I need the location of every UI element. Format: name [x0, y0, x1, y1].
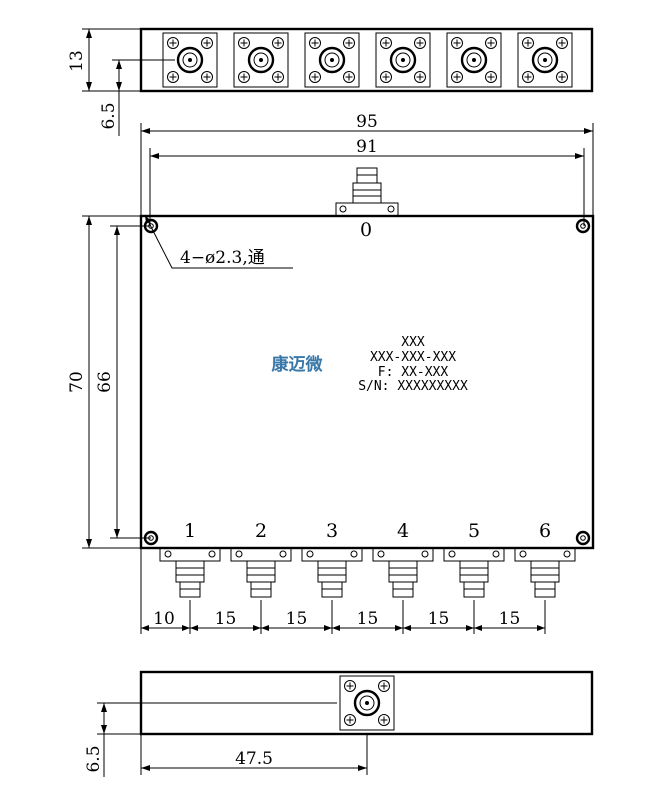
- label-line-2: XXX-XXX-XXX: [370, 350, 456, 365]
- front-view: 95 91 4−ø2.3,通: [67, 112, 595, 634]
- port-label-5: 5: [468, 520, 480, 542]
- dim-first-port-offset: 10: [153, 609, 175, 629]
- port-label-6: 6: [539, 520, 551, 542]
- dim-overall-height: 70: [67, 371, 87, 393]
- top-connector-4: [375, 32, 431, 88]
- dim-port-spacing-1: 15: [215, 609, 237, 629]
- dim-port-spacing-5: 15: [499, 609, 521, 629]
- top-view: 13 6.5: [67, 27, 594, 136]
- dim-top-height: 13: [67, 50, 87, 72]
- bottom-view: 6.5 47.5: [84, 670, 594, 777]
- top-connector-2: [233, 32, 289, 88]
- top-view-connectors: [162, 32, 573, 88]
- dim-port-spacing-3: 15: [357, 609, 379, 629]
- dim-port-spacing-2: 15: [286, 609, 308, 629]
- dim-hole-spacing-height: 66: [95, 371, 115, 393]
- port-label-2: 2: [255, 520, 267, 542]
- input-connector: [335, 167, 399, 217]
- dim-port-spacing-4: 15: [428, 609, 450, 629]
- port-label-3: 3: [326, 520, 338, 542]
- port-label-1: 1: [184, 520, 196, 542]
- front-view-body: [139, 214, 595, 550]
- output-connector-3: [301, 547, 363, 598]
- port-spacing-dimensions: 10 15 15 15 15 15: [140, 548, 546, 634]
- brand-logo: 康迈微: [272, 354, 324, 375]
- dim-bottom-offset: 6.5: [84, 745, 104, 772]
- dim-overall-width: 95: [356, 112, 378, 132]
- top-connector-3: [304, 32, 360, 88]
- output-ports: 1 2 3 4 5 6: [159, 520, 576, 598]
- port-label-4: 4: [397, 520, 409, 542]
- label-line-1: XXX: [401, 335, 425, 350]
- bottom-input-connector: [339, 675, 395, 731]
- label-line-3: F: XX-XXX: [378, 365, 449, 380]
- top-connector-5: [446, 32, 502, 88]
- output-connector-5: [443, 547, 505, 598]
- top-connector-6: [517, 32, 573, 88]
- top-connector-1: [162, 32, 218, 88]
- hole-note: 4−ø2.3,通: [180, 248, 265, 268]
- product-label: 康迈微 XXX XXX-XXX-XXX F: XX-XXX S/N: XXXXX…: [272, 335, 468, 394]
- dim-top-offset: 6.5: [99, 102, 119, 129]
- output-connector-1: [159, 547, 221, 598]
- output-connector-2: [230, 547, 292, 598]
- dim-hole-spacing-width: 91: [356, 137, 378, 157]
- output-connector-6: [514, 547, 576, 598]
- dim-input-port-offset: 47.5: [235, 749, 273, 769]
- port-label-input: 0: [360, 219, 372, 241]
- output-connector-4: [372, 547, 434, 598]
- bottom-view-connector: [339, 675, 395, 731]
- label-line-4: S/N: XXXXXXXXX: [358, 379, 468, 394]
